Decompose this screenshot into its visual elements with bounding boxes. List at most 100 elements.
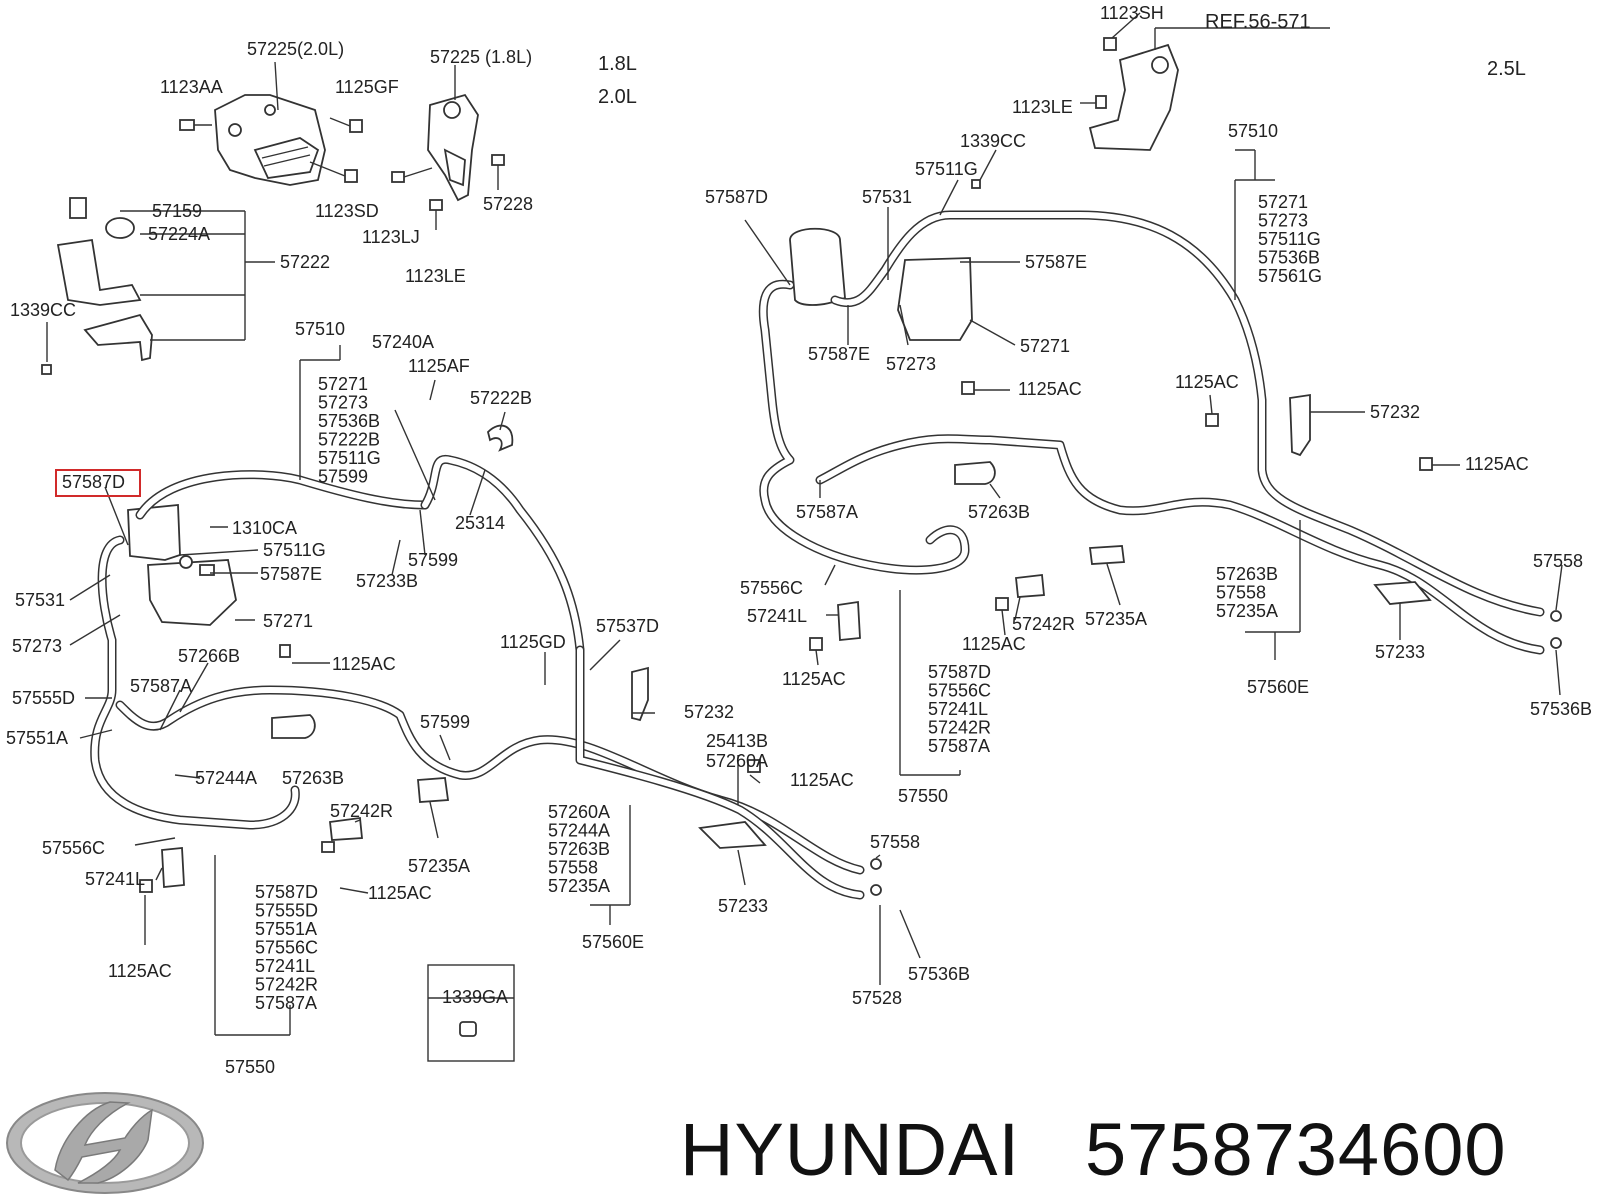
callout-label: 57558 [1533, 551, 1583, 571]
callout-group-item: 57587D [928, 662, 991, 682]
bracket-57232-left-part [631, 666, 649, 722]
callout-label: 1339CC [960, 131, 1026, 151]
callout-group-item: 57511G [1258, 229, 1321, 249]
o-ring-left-icon [870, 858, 882, 896]
callout-group-item: 57273 [318, 393, 368, 413]
callout-label: 57536B [1530, 699, 1592, 719]
callout-label: 57599 [420, 712, 470, 732]
brand-name: HYUNDAI [680, 1108, 1020, 1191]
clip-57235a-right-part [1088, 545, 1126, 565]
bracket-ref-56-571-part [971, 37, 1179, 189]
bracket-57233-right-part [1373, 581, 1432, 605]
callout-label: 1125AC [368, 883, 432, 903]
callout-label: 1123LE [1012, 97, 1073, 117]
callout-group-item: 57271 [318, 374, 368, 394]
callout-label: 57558 [870, 832, 920, 852]
callout-group-item: 57558 [548, 858, 598, 878]
callout-label: 57271 [1020, 336, 1070, 356]
bolt-1123lj-icon [391, 167, 433, 183]
callout-label: 1125AC [1018, 379, 1082, 399]
callout-group-item: 57587D [255, 882, 318, 902]
callout-label: 57537D [596, 616, 659, 636]
callout-label: 57228 [483, 194, 533, 214]
clip-57263b-left-part [271, 714, 316, 739]
bolt-1123aa-icon [179, 119, 212, 131]
bolt-1123sd-icon [309, 161, 358, 183]
engine-label-2.5l: 2.5L [1487, 58, 1526, 80]
clamp-bracket-57222-part [41, 197, 153, 375]
inset-label: 1339GA [442, 987, 508, 1007]
callout-label: 57233 [718, 896, 768, 916]
callout-group-item: 57271 [1258, 192, 1308, 212]
callout-group-item: 57260A [548, 802, 610, 822]
callout-label: 57587E [260, 564, 322, 584]
callout-label: 57556C [42, 838, 105, 858]
callout-label: 57241L [85, 869, 145, 889]
callout-label: 1125AC [782, 669, 846, 689]
callout-label: 25413B [706, 731, 768, 751]
callout-label: 57266B [178, 646, 240, 666]
callout-label: 57531 [862, 187, 912, 207]
engine-labels: 1.8L 2.0L 2.5L REF.56-571 [598, 11, 1526, 108]
callout-label: 57587A [796, 502, 858, 522]
callout-label: 57528 [852, 988, 902, 1008]
clip-57235a-left-part [417, 777, 450, 803]
return-hose-57550-left [90, 535, 865, 900]
callout-label: 1123SD [315, 201, 379, 221]
part-number: 5758734600 [1085, 1108, 1507, 1191]
callout-group-item: 57536B [1258, 248, 1320, 268]
callout-group-item: 57551A [255, 919, 317, 939]
o-ring-right-icon [1550, 610, 1562, 649]
bracket-57232-right-part [1289, 393, 1311, 457]
callout-label: 1310CA [232, 518, 297, 538]
callout-group-item: 57587A [255, 993, 317, 1013]
reference-label: REF.56-571 [1205, 11, 1311, 33]
callout-label: 57587E [1025, 252, 1087, 272]
callout-label: 57555D [12, 688, 75, 708]
bolt-1125ac-right-icon [809, 381, 1433, 651]
bolt-1123le-icon [429, 199, 443, 230]
bracket-57225-1.8l-part [427, 93, 479, 202]
callout-label: 57536B [908, 964, 970, 984]
callout-label: 57273 [12, 636, 62, 656]
hyundai-logo-icon [6, 1092, 204, 1194]
highlight-box-57587d [55, 469, 141, 497]
callout-label: 57241L [747, 606, 807, 626]
callout-label: 1123SH [1100, 3, 1164, 23]
callout-label: 1125AC [1465, 454, 1529, 474]
callout-label: 1125GF [335, 77, 399, 97]
callout-label: 57510 [295, 319, 345, 339]
callout-label: 57560E [582, 932, 644, 952]
callout-label: 57235A [408, 856, 470, 876]
clamp-57222b-part [487, 424, 514, 452]
clip-57263b-right-part [954, 461, 996, 485]
callout-label: 57242R [1012, 614, 1075, 634]
callout-label: 1125AC [108, 961, 172, 981]
right-assembly [758, 37, 1562, 655]
bracket-57233-left-part [698, 821, 767, 849]
callout-label: 57263B [282, 768, 344, 788]
callout-label: 57233 [1375, 642, 1425, 662]
callout-label: 57587D [705, 187, 768, 207]
callout-group-item: 57242R [255, 975, 318, 995]
callout-label: 1125AF [408, 356, 470, 376]
callout-group-item: 57222B [318, 430, 380, 450]
callout-label: 57240A [372, 332, 434, 352]
callout-group-item: 57536B [318, 411, 380, 431]
clip-57241l-left-part [161, 847, 185, 888]
callout-group-item: 57558 [1216, 583, 1266, 603]
callout-label: 57511G [263, 540, 326, 560]
callout-label: 57232 [684, 702, 734, 722]
callout-label: 1125GD [500, 632, 566, 652]
callout-group-item: 57241L [928, 699, 988, 719]
callout-label: 57511G [915, 159, 978, 179]
reservoir-57531-part [127, 504, 237, 626]
callout-label: 1123AA [160, 77, 223, 97]
callout-label: 1125AC [962, 634, 1026, 654]
callout-group-item: 57273 [1258, 211, 1308, 231]
